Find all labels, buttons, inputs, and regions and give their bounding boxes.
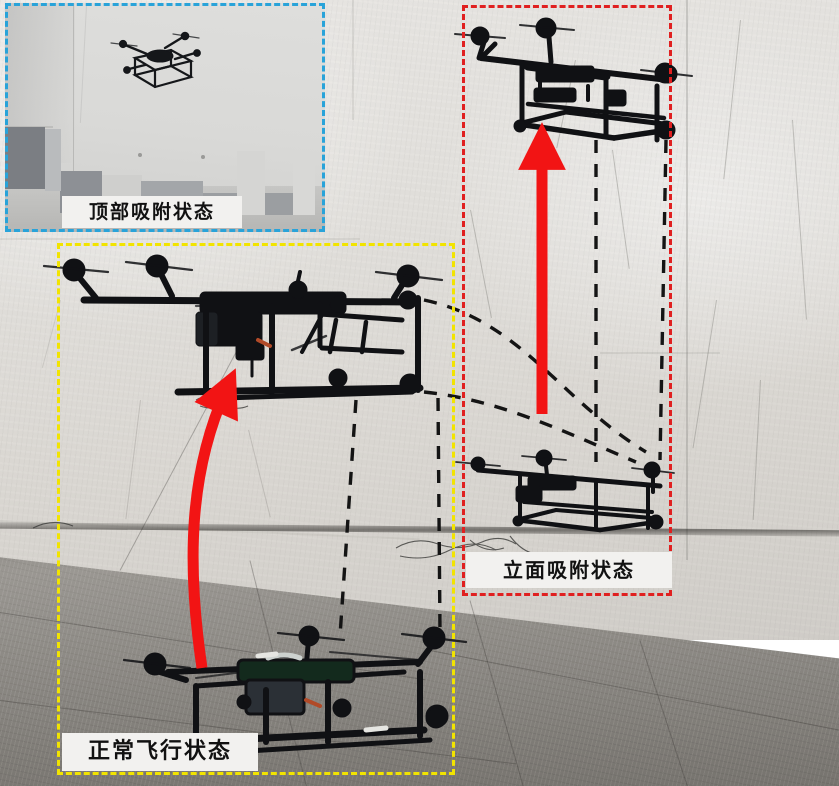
caption-ceiling: 顶部吸附状态: [62, 196, 242, 228]
caption-flight-text: 正常飞行状态: [87, 739, 232, 764]
wall-joint: [686, 0, 688, 560]
flight-transition-arrow: [187, 368, 238, 669]
caption-wall-text: 立面吸附状态: [503, 558, 635, 582]
wall-joint: [600, 352, 720, 354]
drone-ceiling-attached: [110, 31, 201, 89]
wall-joint: [0, 238, 360, 240]
ceiling-fixture: [138, 153, 142, 157]
wall-joint: [352, 0, 354, 120]
inset-doorway: [5, 127, 45, 189]
inset-wall-panel: [45, 129, 61, 191]
inset-column: [293, 153, 315, 215]
ceiling-seam: [73, 3, 74, 183]
ceiling-fixture: [201, 155, 205, 159]
caption-flight: 正常飞行状态: [62, 733, 258, 771]
caption-wall: 立面吸附状态: [466, 552, 672, 588]
caption-ceiling-text: 顶部吸附状态: [88, 200, 215, 223]
